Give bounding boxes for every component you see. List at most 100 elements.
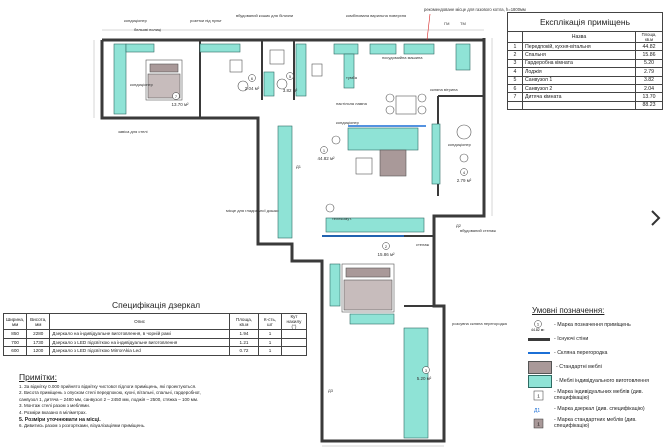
- explication-cell: 2: [507, 50, 523, 60]
- explication-cell: Передпокій, кухня-вітальня: [522, 41, 636, 52]
- room-mark-7: 7 13.70 м²: [171, 92, 189, 107]
- explication-cell: Санвузол 1: [522, 75, 636, 85]
- explication-cell: 88.23: [635, 100, 663, 111]
- legend-title: Умовні позначення:: [532, 306, 605, 315]
- legend-standard-furniture: - Стандартні меблі: [528, 360, 668, 374]
- svg-text:бельові полиці: бельові полиці: [134, 27, 161, 32]
- explication-cell: [507, 100, 523, 111]
- svg-text:скляна вітрина: скляна вітрина: [430, 87, 458, 92]
- explication-cell: Спальня: [522, 50, 636, 60]
- svg-text:кондиціонер: кондиціонер: [448, 142, 472, 147]
- legend-mirror-mark: Д1 - Марка дзеркал (див. специфікацію): [528, 402, 668, 416]
- legend-standard-mark: 1 - Марка стандартних меблів (див. специ…: [528, 416, 668, 430]
- explication-cell: Дитяча кімната: [522, 92, 636, 102]
- explication-cell: 4: [507, 67, 523, 77]
- svg-text:6: 6: [251, 76, 254, 81]
- explication-title: Експлікація приміщень: [507, 12, 663, 32]
- room-mark-2: 2 15.86 м²: [377, 242, 395, 257]
- chevron-right-icon: [651, 210, 661, 226]
- legend-custom-furniture: - Меблі індивідуального виготовлення: [528, 374, 668, 388]
- mirror-spec-cell: 1.94: [229, 329, 259, 339]
- svg-text:Д1: Д1: [534, 408, 540, 414]
- svg-text:розсувна скляна перегородка: розсувна скляна перегородка: [452, 321, 508, 326]
- explication-cell: Санвузол 2: [522, 83, 636, 94]
- room-mark-4: 4 2.79 м²: [457, 168, 472, 183]
- custom-furniture-swatch-icon: [528, 374, 552, 388]
- svg-text:1: 1: [537, 321, 540, 326]
- mirror-spec-cell: 1730: [26, 337, 51, 348]
- explication-cell: 3.82: [635, 75, 663, 85]
- explication-cell: 6: [507, 83, 523, 94]
- svg-text:комбінована варильна поверхня: комбінована варильна поверхня: [346, 13, 406, 18]
- mirror-spec-cell: 0.72: [229, 346, 259, 356]
- explication-cell: 13.70: [635, 92, 663, 102]
- furniture-mark-icon: 1: [528, 390, 550, 401]
- svg-text:вбудований стелаж: вбудований стелаж: [460, 228, 496, 233]
- mirror-spec-cell: Дзеркало з LED підсвіткою MirrorAkia Led: [49, 346, 230, 356]
- mirror-spec-cell: 1: [258, 329, 282, 339]
- glass-partition-icon: [528, 352, 550, 354]
- custom-furniture: [113, 43, 471, 439]
- svg-text:стелаж: стелаж: [416, 242, 429, 247]
- svg-text:кондиціонер: кондиціонер: [130, 82, 154, 87]
- svg-text:тумба: тумба: [346, 75, 358, 80]
- svg-text:розетки під пульт: розетки під пульт: [190, 18, 222, 23]
- note-line: 2. Висота приміщень з опуском стелі пере…: [19, 390, 201, 396]
- legend-glass: - Скляна перегородка: [528, 346, 668, 360]
- explication-col-name: Назва: [522, 31, 636, 43]
- legend-furniture-mark: 1 - Марка індивідуальних меблів (див. сп…: [528, 388, 668, 402]
- svg-text:телекомут.: телекомут.: [332, 216, 352, 221]
- note-line: 5. Розміри уточнювати на місці.: [19, 416, 101, 423]
- next-arrow-button[interactable]: [643, 205, 667, 231]
- svg-text:ГМ: ГМ: [444, 21, 449, 26]
- explication-cell: 44.82: [635, 41, 663, 52]
- svg-text:місце для гладильної дошки: місце для гладильної дошки: [226, 208, 279, 213]
- mirror-spec-header: Площа, кв.м: [229, 313, 259, 330]
- room-mark-1: 1 44.82 м²: [317, 146, 335, 161]
- mirror-spec-header: Опис: [49, 313, 230, 330]
- svg-text:ТМ: ТМ: [460, 21, 466, 26]
- svg-text:3: 3: [425, 368, 428, 373]
- note-line: 4. Розміри вказано в міліметрах.: [19, 409, 87, 415]
- svg-text:15.86 м²: 15.86 м²: [377, 252, 395, 257]
- mirror-spec-cell: [281, 329, 307, 339]
- svg-text:44.82 м²: 44.82 м²: [317, 156, 335, 161]
- mirror-spec-header: Ширина, мм: [2, 313, 28, 330]
- standard-mark-icon: 1: [528, 418, 550, 429]
- mirror-mark-icon: Д1: [528, 404, 550, 415]
- mirror-spec-cell: 600: [2, 346, 28, 356]
- notes-title: Примітки:: [19, 372, 58, 382]
- mirror-spec-cell: [281, 337, 307, 348]
- room-mark-6: 6 2.04 м²: [245, 74, 260, 91]
- note-line: 3. Монтаж стелі разом з меблями.: [19, 403, 91, 409]
- mirror-spec-title: Специфікація дзеркал: [112, 300, 201, 310]
- explication-cell: 2.04: [635, 83, 663, 94]
- svg-text:вбудований кошик для білизни: вбудований кошик для білизни: [236, 13, 293, 18]
- plan-annotations: кондиціонер бельові полиці розетки під п…: [118, 13, 508, 393]
- svg-text:кондиціонер: кондиціонер: [336, 120, 360, 125]
- room-explication-table: Експлікація приміщень Назва Площа, кв.м …: [507, 12, 663, 111]
- mirror-spec-header: Кут нахилу (°): [281, 313, 307, 330]
- mirror-spec-cell: 1.21: [229, 337, 259, 348]
- glass-partition: [322, 125, 426, 237]
- furniture-details: [237, 78, 472, 213]
- svg-text:5: 5: [289, 74, 292, 79]
- standard-furniture-swatch-icon: [528, 360, 552, 374]
- svg-text:Д3: Д3: [328, 388, 334, 393]
- svg-text:5.20 м²: 5.20 м²: [417, 376, 432, 381]
- svg-text:3.82 м²: 3.82 м²: [283, 88, 298, 93]
- svg-text:настільна лампа: настільна лампа: [336, 101, 368, 106]
- svg-text:7: 7: [175, 94, 178, 99]
- mirror-spec-cell: 2280: [26, 329, 51, 339]
- mirror-spec-cell: Дзеркало з LED підсвіткою на індивідуаль…: [49, 337, 230, 348]
